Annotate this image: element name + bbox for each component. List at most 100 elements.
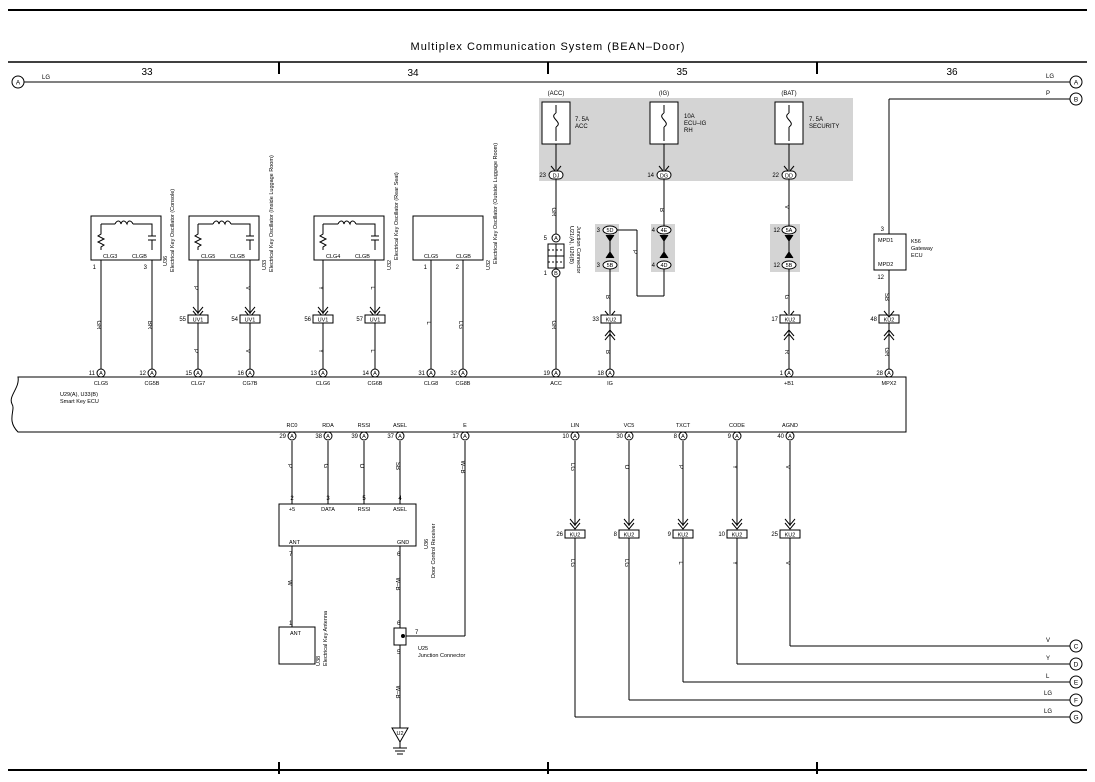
u25-pin-bot: 5: [397, 650, 401, 656]
ecu-bottom-pin-number: 39: [351, 434, 358, 440]
connector-b-right: B: [1074, 97, 1078, 104]
junction-u25: [391, 546, 409, 755]
ecu-top-pin-number: 18: [597, 371, 604, 377]
connector-c-wire-color: V: [1046, 638, 1050, 644]
oscillator-inside: [187, 215, 261, 369]
antenna-wire: [278, 546, 316, 665]
fuse-acc: [541, 101, 571, 170]
u25-code: U25: [418, 646, 428, 652]
ku2-25-pin: 25: [771, 532, 778, 538]
ecu-top-pin-conn: A: [321, 371, 325, 377]
ecu-bottom-pin-marker: [395, 431, 405, 441]
osc-outside-pin-r: 2: [456, 265, 460, 271]
fuse-acc-pin: 23: [539, 173, 546, 179]
ecu-top-pin-label: IG: [607, 381, 613, 387]
ecu-top-pin-number: 32: [450, 371, 457, 377]
ecu-bottom-pin-conn: A: [398, 434, 402, 440]
ecu-top-pin-label: CLG8: [424, 381, 438, 387]
ecu-top-pin-number: 19: [543, 371, 550, 377]
ecu-bottom-pin-conn: A: [362, 434, 366, 440]
lin-wire-color-2: LG: [569, 559, 575, 567]
rssi-wire-color: O: [358, 464, 364, 469]
osc-inside-name: Electrical Key Oscillator (Inside Luggag…: [269, 155, 275, 272]
bat-wire: [781, 179, 797, 369]
vc5-wire-color-2: LG: [623, 559, 629, 567]
osc-outside-code: U32: [486, 260, 492, 270]
gateway-pin-top: 3: [881, 227, 885, 233]
gnd-wire-color-2: W–B: [394, 685, 400, 698]
ku2-26-pin: 26: [556, 532, 563, 538]
ground-label: U2: [396, 731, 403, 737]
ecu-bottom-pin-conn: A: [463, 434, 467, 440]
ku2-10-pin: 10: [718, 532, 725, 538]
ecu-top-pin-number: 11: [89, 371, 96, 377]
receiver-pin-label: RSSI: [358, 507, 371, 513]
connector-e: E: [1074, 680, 1079, 687]
connector-a-right: A: [1074, 80, 1079, 87]
ecu-bottom-pin-number: 30: [616, 434, 623, 440]
connector-c: C: [1074, 644, 1079, 651]
ecu-top-pin-conn: A: [248, 371, 252, 377]
txct-wire-color-2: L: [677, 561, 683, 565]
ku2-48-pin: 48: [870, 317, 877, 323]
rda-wire-color: G: [322, 464, 328, 469]
fuse-bat-name: SECURITY: [809, 124, 839, 130]
oscillator-outside: [412, 215, 484, 369]
ecu-bottom-pin-conn: A: [735, 434, 739, 440]
gateway-mpd1: MPD1: [878, 238, 893, 244]
ecu-top-pin-marker: [147, 368, 157, 378]
ecu-top-pin-number: 28: [876, 371, 883, 377]
fuse-ig-pin: 14: [647, 173, 654, 179]
ecu-bottom-pin-conn: A: [681, 434, 685, 440]
ecu-top-pin-conn: A: [554, 371, 558, 377]
connector-d: D: [1074, 662, 1079, 669]
osc-console-right: CLGB: [132, 254, 147, 260]
antenna-code: U38: [316, 656, 322, 666]
fuse-block: [539, 98, 853, 181]
osc-inside-code: U33: [262, 260, 268, 270]
uv1-57-pin: 57: [356, 317, 363, 323]
acc-wire-color-1: GR: [550, 208, 556, 218]
ecu-top-pin-conn: A: [429, 371, 433, 377]
ecu-bottom-pin-marker: [287, 431, 297, 441]
gateway-code: K56: [911, 239, 921, 245]
asel-wire-color: SB: [394, 462, 400, 470]
lin-wire-color-1: LG: [569, 463, 575, 471]
gateway-name: Gateway: [911, 246, 933, 252]
wire-color-lg-left: LG: [42, 75, 50, 81]
fuse-acc-conn: DJ: [553, 174, 560, 180]
ecu-bottom-pin-label: TXCT: [676, 423, 691, 429]
ecu-top-pin-number: 13: [310, 371, 317, 377]
osc-outside-left: CLG5: [424, 254, 438, 260]
receiver-name: Door Control Receiver: [431, 523, 437, 578]
page-number-36: 36: [946, 67, 958, 78]
junction-u21-pin-top: 5: [544, 236, 548, 242]
fuse-ig: [649, 101, 679, 170]
relay-5a-pin: 12: [773, 228, 780, 234]
ecu-bottom-pin-conn: A: [627, 434, 631, 440]
code-wire-color-2: Y: [731, 561, 737, 565]
ecu-bottom-pin-marker: [570, 431, 580, 441]
gateway-ecu: [873, 98, 1070, 369]
ecu-top-pin-number: 15: [185, 371, 192, 377]
uv1-56-pin: 56: [304, 317, 311, 323]
osc-outside-right: CLGB: [456, 254, 471, 260]
ku2-17-label: KU2: [785, 318, 796, 324]
relay-5d-pin: 3: [597, 228, 601, 234]
ecu-bottom-pin-marker: [359, 431, 369, 441]
vc5-wire-color-1: O: [623, 465, 629, 470]
ku2-48-label: KU2: [884, 318, 895, 324]
fuse-ig-conn: DG: [660, 174, 668, 180]
ecu-top-pin-marker: [318, 368, 328, 378]
junction-u21-conn-bot: B: [554, 271, 558, 277]
relay-5d-conn: 5D: [606, 228, 613, 234]
ecu-top-pin-label: CG8B: [456, 381, 471, 387]
junction-u21-code: U21(A), U26(B): [568, 226, 574, 264]
relay-4d-conn: 4D: [660, 263, 667, 269]
osc-inside-right: CLGB: [230, 254, 245, 260]
ecu-top-pin-label: CLG6: [316, 381, 330, 387]
connector-d-wire-color: Y: [1046, 656, 1050, 662]
e-wire-color: W–B: [459, 460, 465, 473]
